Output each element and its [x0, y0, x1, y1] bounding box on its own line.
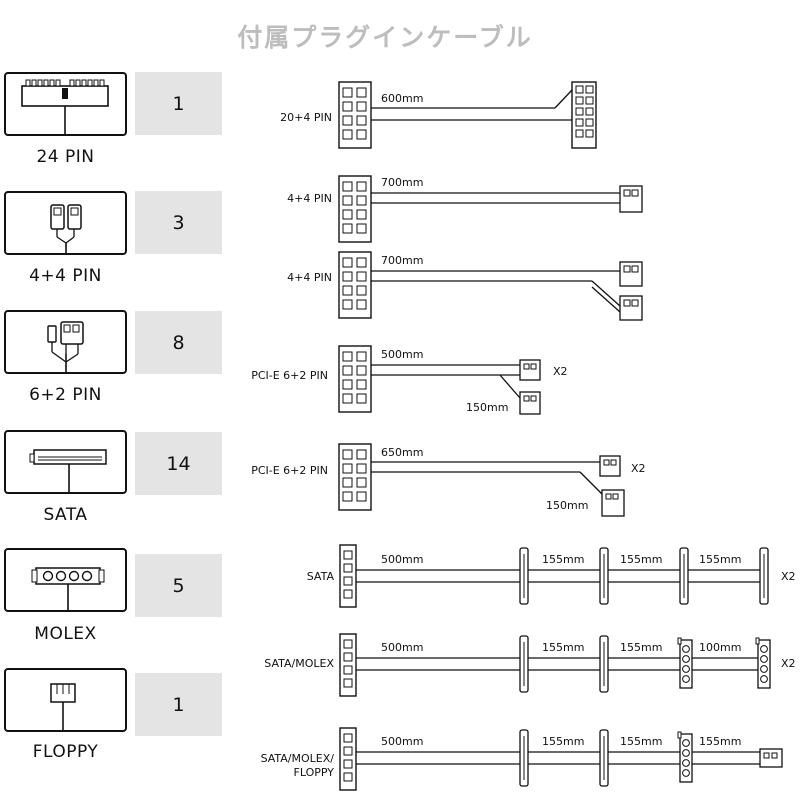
cable-length: 500mm [381, 348, 423, 361]
segment-length: 155mm [699, 735, 741, 748]
cable-label: PCI-E 6+2 PIN [251, 464, 328, 477]
connector-label-molex: MOLEX [34, 624, 97, 644]
connector-box-molex [4, 548, 127, 612]
segment-length: 155mm [620, 553, 662, 566]
cable-label: 20+4 PIN [280, 111, 332, 124]
connector-label-6plus2pin: 6+2 PIN [29, 385, 102, 405]
connector-label-sata: SATA [43, 505, 88, 525]
cpu-4plus4-connector-icon [50, 204, 82, 255]
sata-connector-icon [29, 449, 107, 494]
cable-20plus4pin: 20+4 PIN 600mm [280, 81, 597, 149]
segment-length: 155mm [620, 735, 662, 748]
count-box-molex: 5 [135, 554, 222, 617]
segment-length: 155mm [620, 641, 662, 654]
segment-length: 100mm [699, 641, 741, 654]
count-box-4plus4pin: 3 [135, 191, 222, 254]
page-title: 付属プラグインケーブル [237, 23, 533, 52]
pcie-6plus2-connector-icon [47, 321, 84, 374]
segment-length: 500mm [381, 735, 423, 748]
connector-label-floppy: FLOPPY [32, 742, 99, 762]
cable-label: PCI-E 6+2 PIN [251, 369, 328, 382]
branch-length: 150mm [466, 401, 508, 414]
cable-label-line1: SATA/MOLEX/ [261, 752, 335, 765]
multiplier: X2 [553, 365, 568, 378]
connector-box-24pin [4, 72, 127, 136]
cable-label-line2: FLOPPY [294, 766, 335, 779]
connector-box-6plus2pin [4, 310, 127, 374]
multiplier: X2 [781, 657, 796, 670]
count-box-floppy: 1 [135, 673, 222, 736]
cable-sata: SATA 500mm 155mm 155mm 155mm X2 [307, 544, 796, 608]
cable-label: SATA [307, 570, 335, 583]
cable-label: SATA/MOLEX [264, 657, 334, 670]
cable-pcie-650mm: PCI-E 6+2 PIN 650mm 150mm X2 [251, 443, 646, 517]
molex-connector-icon [31, 567, 105, 612]
floppy-connector-icon [50, 683, 76, 732]
cable-label: 4+4 PIN [287, 271, 332, 284]
cable-length: 700mm [381, 254, 423, 267]
cable-label: 4+4 PIN [287, 192, 332, 205]
atx-24pin-connector-icon [21, 79, 109, 136]
multiplier: X2 [781, 570, 796, 583]
branch-length: 150mm [546, 499, 588, 512]
connector-box-floppy [4, 668, 127, 732]
segment-length: 155mm [542, 553, 584, 566]
connector-label-24pin: 24 PIN [36, 147, 95, 167]
connector-box-4plus4pin [4, 191, 127, 255]
count-box-6plus2pin: 8 [135, 311, 222, 374]
cable-pcie-500mm: PCI-E 6+2 PIN 500mm 150mm X2 [251, 345, 568, 415]
cable-length: 600mm [381, 92, 423, 105]
cable-4plus4pin-b: 4+4 PIN 700mm [287, 251, 643, 321]
cable-length: 700mm [381, 176, 423, 189]
connector-label-4plus4pin: 4+4 PIN [29, 266, 102, 286]
cable-sata-molex-floppy: SATA/MOLEX/ FLOPPY 500mm 155mm 155mm 155… [261, 727, 783, 791]
segment-length: 155mm [542, 735, 584, 748]
cable-length: 650mm [381, 446, 423, 459]
segment-length: 155mm [542, 641, 584, 654]
count-box-24pin: 1 [135, 72, 222, 135]
segment-length: 155mm [699, 553, 741, 566]
segment-length: 500mm [381, 553, 423, 566]
multiplier: X2 [631, 462, 646, 475]
segment-length: 500mm [381, 641, 423, 654]
connector-box-sata [4, 430, 127, 494]
cable-sata-molex: SATA/MOLEX 500mm 155mm 155mm 100mm X2 [264, 633, 796, 697]
count-box-sata: 14 [135, 432, 222, 495]
cable-4plus4pin-a: 4+4 PIN 700mm [287, 175, 643, 243]
